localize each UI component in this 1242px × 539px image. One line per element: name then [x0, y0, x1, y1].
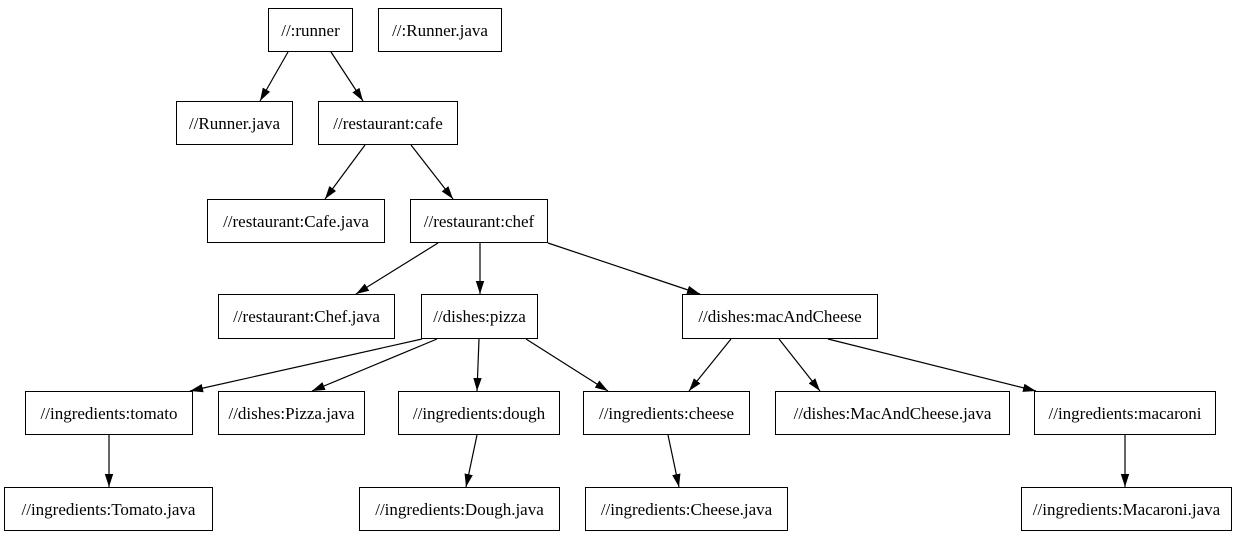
edge-pizza-to-tomato — [189, 338, 423, 393]
node-cheese: //ingredients:cheese — [583, 391, 750, 435]
node-label: //dishes:MacAndCheese.java — [793, 403, 992, 423]
node-label: //:runner — [281, 20, 340, 40]
node-tomato: //ingredients:tomato — [25, 391, 193, 435]
node-dough-java: //ingredients:Dough.java — [359, 487, 560, 531]
node-label: //Runner.java — [188, 113, 281, 133]
edge-chef-to-chef-java — [355, 242, 439, 295]
node-label: //ingredients:Cheese.java — [600, 499, 773, 519]
edge-runner-to-runner-java — [259, 51, 289, 102]
node-cafe-java: //restaurant:Cafe.java — [207, 199, 385, 243]
node-label: //:Runner.java — [392, 20, 488, 40]
node-label: //restaurant:Cafe.java — [223, 211, 369, 231]
node-label: //ingredients:Tomato.java — [21, 499, 196, 519]
node-label: //dishes:Pizza.java — [228, 403, 355, 423]
edge-mac-and-cheese-to-mac-and-cheese-java — [778, 338, 821, 392]
node-label: //ingredients:tomato — [40, 403, 178, 423]
node-mac-and-cheese: //dishes:macAndCheese — [682, 294, 878, 339]
node-mac-and-cheese-java: //dishes:MacAndCheese.java — [775, 391, 1010, 435]
node-runner-java: //Runner.java — [176, 101, 293, 145]
edge-chef-to-mac-and-cheese — [547, 242, 701, 295]
edge-runner-to-cafe — [330, 51, 364, 102]
node-label: //dishes:macAndCheese — [698, 307, 862, 326]
node-tomato-java: //ingredients:Tomato.java — [4, 487, 213, 531]
edge-pizza-to-cheese — [525, 338, 609, 392]
node-macaroni: //ingredients:macaroni — [1034, 391, 1216, 435]
node-label: //ingredients:Dough.java — [375, 499, 544, 519]
node-pizza: //dishes:pizza — [421, 294, 538, 339]
node-macaroni-java: //ingredients:Macaroni.java — [1021, 487, 1232, 531]
edge-mac-and-cheese-to-cheese — [688, 338, 732, 392]
node-label: //dishes:pizza — [433, 307, 526, 326]
node-label: //ingredients:Macaroni.java — [1032, 499, 1221, 519]
node-dough: //ingredients:dough — [398, 391, 560, 435]
node-chef-java: //restaurant:Chef.java — [218, 294, 395, 339]
edge-cafe-to-chef — [410, 144, 454, 200]
node-label: //restaurant:cafe — [333, 113, 443, 133]
edge-pizza-to-dough — [473, 338, 482, 392]
edge-pizza-to-pizza-java — [311, 338, 438, 392]
node-runner: //:runner — [268, 8, 353, 52]
node-cheese-java: //ingredients:Cheese.java — [585, 487, 788, 531]
edge-mac-and-cheese-to-macaroni — [827, 338, 1037, 392]
node-pizza-java: //dishes:Pizza.java — [218, 391, 365, 435]
node-label: //ingredients:cheese — [598, 403, 734, 423]
node-label: //ingredients:macaroni — [1048, 403, 1202, 423]
node-runner-java-root: //:Runner.java — [378, 8, 502, 52]
node-chef: //restaurant:chef — [410, 199, 548, 243]
edge-cheese-to-cheese-java — [667, 434, 681, 488]
node-cafe: //restaurant:cafe — [318, 101, 458, 145]
edge-cafe-to-cafe-java — [324, 144, 366, 200]
edge-dough-to-dough-java — [464, 434, 478, 488]
node-label: //restaurant:chef — [423, 211, 535, 231]
node-label: //ingredients:dough — [412, 403, 546, 423]
node-label: //restaurant:Chef.java — [233, 307, 380, 326]
